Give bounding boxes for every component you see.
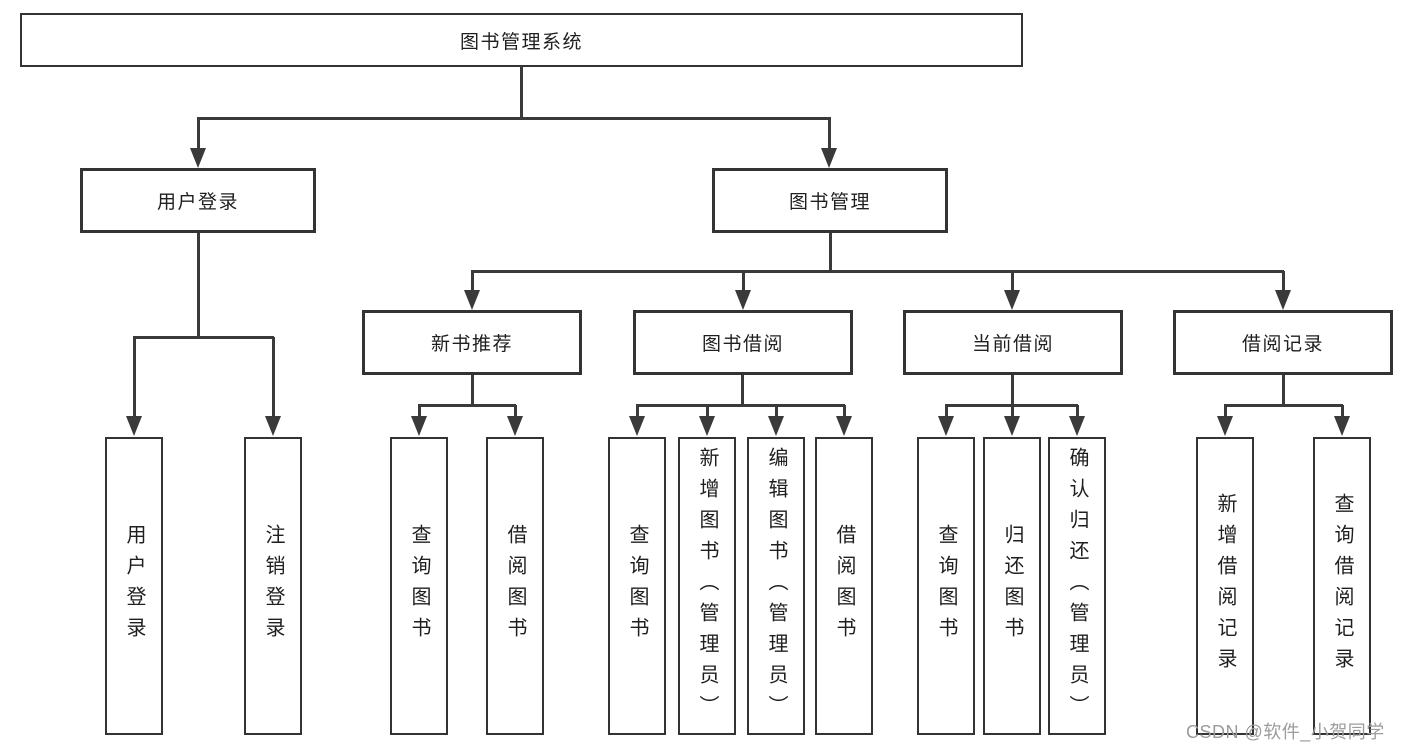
connector-line (471, 271, 474, 293)
connector-line (1076, 405, 1079, 418)
arrowhead-down-icon (190, 148, 206, 168)
connector-line (133, 336, 274, 339)
arrowhead-down-icon (629, 416, 645, 436)
leaf-label: 新增图书（管理员） (696, 446, 718, 726)
connector-line (1011, 375, 1014, 406)
leaf-cb-return-books: 归还图书 (983, 437, 1041, 735)
leaf-label: 新增借阅记录 (1214, 493, 1236, 679)
connector-line (1224, 404, 1343, 407)
connector-line (741, 375, 744, 406)
node-label: 用户登录 (156, 192, 239, 213)
arrowhead-down-icon (1275, 290, 1291, 310)
connector-line (197, 117, 831, 120)
arrowhead-down-icon (768, 416, 784, 436)
connector-line (272, 337, 275, 418)
watermark-text: CSDN @软件_小贺同学 (1186, 722, 1385, 742)
connector-line (133, 337, 136, 418)
arrowhead-down-icon (821, 148, 837, 168)
node-book-management: 图书管理 (712, 168, 948, 233)
connector-line (828, 118, 831, 150)
arrowhead-down-icon (411, 416, 427, 436)
arrowhead-down-icon (1217, 416, 1233, 436)
leaf-label: 查询图书 (408, 524, 430, 648)
node-label: 图书管理 (788, 192, 871, 213)
node-label: 图书管理系统 (459, 31, 583, 53)
connector-line (418, 404, 516, 407)
leaf-bb-edit-books-admin: 编辑图书（管理员） (747, 437, 805, 735)
node-label: 图书借阅 (701, 334, 784, 355)
node-borrowing-records: 借阅记录 (1173, 310, 1393, 375)
connector-line (636, 404, 845, 407)
leaf-nb-borrow-books: 借阅图书 (486, 437, 544, 735)
leaf-br-query-record: 查询借阅记录 (1313, 437, 1371, 735)
arrowhead-down-icon (1004, 290, 1020, 310)
arrowhead-down-icon (699, 416, 715, 436)
leaf-label: 查询图书 (935, 524, 957, 648)
leaf-user-login: 用户登录 (105, 437, 163, 735)
connector-line (829, 233, 832, 272)
leaf-label: 借阅图书 (504, 524, 526, 648)
leaf-cb-query-books: 查询图书 (917, 437, 975, 735)
connector-line (514, 405, 517, 418)
arrowhead-down-icon (938, 416, 954, 436)
connector-line (1224, 405, 1227, 418)
node-label: 借阅记录 (1241, 334, 1324, 355)
leaf-label: 查询借阅记录 (1331, 493, 1353, 679)
arrowhead-down-icon (1334, 416, 1350, 436)
leaf-logout: 注销登录 (244, 437, 302, 735)
connector-line (197, 233, 200, 338)
node-book-borrowing: 图书借阅 (633, 310, 853, 375)
arrowhead-down-icon (836, 416, 852, 436)
connector-line (471, 375, 474, 406)
node-new-book-recommend: 新书推荐 (362, 310, 582, 375)
arrowhead-down-icon (464, 290, 480, 310)
connector-line (742, 271, 745, 293)
connector-line (1341, 405, 1344, 418)
arrowhead-down-icon (126, 416, 142, 436)
leaf-label: 归还图书 (1001, 524, 1023, 648)
connector-line (1011, 271, 1014, 293)
node-library-management-system: 图书管理系统 (20, 13, 1023, 67)
leaf-br-add-record: 新增借阅记录 (1196, 437, 1254, 735)
connector-line (1282, 271, 1285, 293)
node-label: 新书推荐 (430, 334, 513, 355)
node-user-login: 用户登录 (80, 168, 316, 233)
arrowhead-down-icon (265, 416, 281, 436)
node-label: 当前借阅 (971, 334, 1054, 355)
connector-line (197, 118, 200, 150)
node-current-borrowing: 当前借阅 (903, 310, 1123, 375)
connector-line (1282, 375, 1285, 406)
connector-line (418, 405, 421, 418)
connector-line (775, 405, 778, 418)
leaf-cb-confirm-return-admin: 确认归还（管理员） (1048, 437, 1106, 735)
connector-line (520, 66, 523, 118)
connector-line (843, 405, 846, 418)
leaf-nb-query-books: 查询图书 (390, 437, 448, 735)
arrowhead-down-icon (507, 416, 523, 436)
arrowhead-down-icon (1004, 416, 1020, 436)
leaf-label: 确认归还（管理员） (1066, 446, 1088, 726)
connector-line (1011, 405, 1014, 418)
leaf-label: 查询图书 (626, 524, 648, 648)
leaf-bb-query-books: 查询图书 (608, 437, 666, 735)
connector-line (471, 270, 1284, 273)
leaf-label: 用户登录 (123, 524, 145, 648)
leaf-bb-add-books-admin: 新增图书（管理员） (678, 437, 736, 735)
leaf-label: 编辑图书（管理员） (765, 446, 787, 726)
leaf-label: 借阅图书 (833, 524, 855, 648)
connector-line (636, 405, 639, 418)
leaf-label: 注销登录 (262, 524, 284, 648)
arrowhead-down-icon (735, 290, 751, 310)
connector-line (945, 405, 948, 418)
arrowhead-down-icon (1069, 416, 1085, 436)
leaf-bb-borrow-books: 借阅图书 (815, 437, 873, 735)
connector-line (706, 405, 709, 418)
